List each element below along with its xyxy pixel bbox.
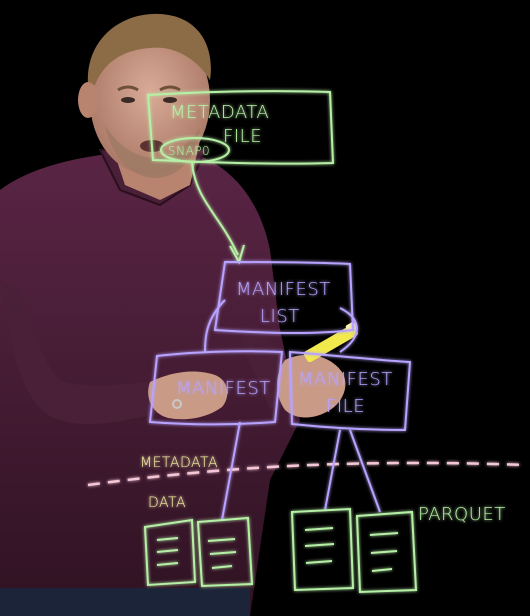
brow-right [159, 85, 181, 92]
left-manifest-to-file-a [221, 421, 241, 521]
data-file-3 [290, 507, 355, 592]
marker [303, 324, 358, 363]
manifest-list-label-line1: MANIFEST [236, 279, 331, 300]
eye-right [163, 97, 177, 103]
layer-data-label: DATA [148, 495, 186, 511]
diagram: METADATA FILE SNAP0 MANIFEST LIST MANIFE… [87, 90, 526, 594]
data-file-2 [196, 516, 254, 588]
beard [105, 125, 200, 178]
right-manifest-to-file-a [324, 429, 341, 511]
data-file-4 [355, 510, 418, 594]
eye-left [121, 97, 135, 103]
ear [78, 82, 98, 118]
brow-left [117, 85, 139, 92]
ring [172, 399, 182, 409]
manifest-right-label-line1: MANIFEST [298, 369, 393, 390]
manifest-right-label-line2: FILE [326, 396, 365, 417]
right-manifest-to-file-b [349, 429, 381, 513]
snapshot-oval [160, 137, 230, 163]
right-hand [277, 354, 346, 418]
head [90, 25, 210, 175]
manifest-list-box [213, 260, 355, 335]
jeans [0, 588, 250, 616]
list-to-left-manifest [204, 299, 226, 353]
layer-divider [87, 461, 526, 487]
snapshot-label: SNAP0 [168, 144, 210, 158]
metadata-file-label-line1: METADATA [170, 102, 269, 123]
manifest-right-box [288, 350, 412, 432]
left-hand [148, 371, 228, 420]
left-arm [0, 280, 170, 425]
list-to-right-manifest [339, 307, 358, 353]
manifest-left-label: MANIFEST [176, 378, 271, 399]
manifest-list-label-line2: LIST [260, 306, 300, 327]
data-file-1 [143, 518, 197, 587]
metadata-file-label-line2: FILE [223, 126, 262, 147]
hair [87, 13, 211, 85]
layer-metadata-label: METADATA [140, 455, 218, 471]
snapshot-arrow [191, 161, 239, 256]
manifest-left-box [148, 350, 284, 426]
parquet-label: PARQUET [418, 504, 506, 525]
